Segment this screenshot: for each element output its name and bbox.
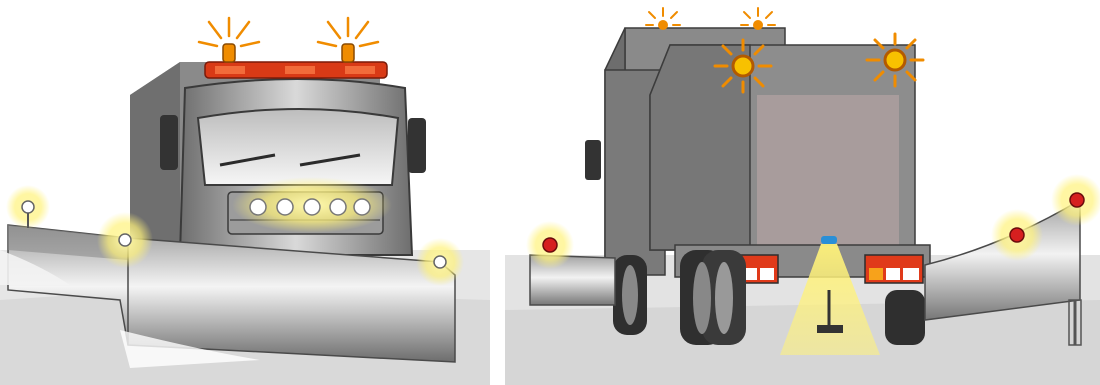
box-beacon-right-icon: [867, 34, 923, 86]
tail-light-right-icon: [865, 255, 923, 283]
wing-marker-center-icon: [1010, 228, 1024, 242]
blade-marker-right-icon: [434, 256, 446, 268]
rear-view-svg: [505, 0, 1100, 385]
cab-roof-beacon-left-icon: [646, 8, 680, 30]
left-mirror: [160, 115, 178, 170]
windshield: [198, 109, 398, 185]
blue-beacon-icon: [821, 236, 837, 244]
wing-marker-tip-icon: [1070, 193, 1084, 207]
blade-marker-center-icon: [119, 234, 131, 246]
front-view-illustration: [0, 0, 490, 385]
box-beacon-left-icon: [715, 40, 771, 92]
right-mirror: [408, 118, 426, 173]
blade-marker-left-icon: [543, 238, 557, 252]
left-amber-beacon-icon: [199, 18, 259, 62]
rear-view-illustration: [505, 0, 1100, 385]
blade-marker-left-icon: [22, 201, 34, 213]
right-amber-beacon-icon: [318, 18, 378, 62]
cab-roof-beacon-right-icon: [741, 8, 775, 30]
cab-mirror: [585, 140, 601, 180]
front-view-svg: [0, 0, 490, 385]
rear-panel-tint: [757, 95, 899, 245]
